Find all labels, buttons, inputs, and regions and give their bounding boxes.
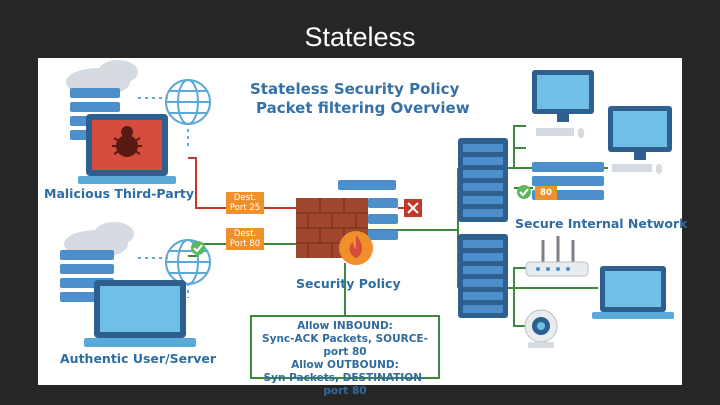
desktop-computer-icon: [608, 106, 672, 174]
infected-laptop-icon: [78, 114, 176, 184]
desktop-computer-icon: [532, 70, 594, 138]
check-icon: [517, 185, 531, 199]
heading-line-2: Packet filtering Overview: [256, 99, 470, 117]
globe-icon: [165, 239, 211, 285]
firewall-server-icon: [338, 180, 398, 240]
server-rack-icon: [458, 138, 508, 222]
diagram-panel: Stateless Security Policy Packet filteri…: [38, 58, 687, 397]
check-icon: [191, 241, 205, 255]
flame-icon: [339, 231, 373, 265]
rule-line: Allow INBOUND:: [297, 320, 393, 332]
security-policy-label: Security Policy: [296, 276, 401, 291]
port-80-tag: 80: [535, 186, 557, 200]
rule-line: Syn Packets, DESTINATION-port 80: [263, 372, 427, 397]
dest-port-80-tag: Dest. Port 80: [226, 228, 264, 250]
authentic-user-server-label: Authentic User/Server: [60, 351, 217, 366]
network-diagram: [60, 60, 674, 348]
malicious-third-party-label: Malicious Third-Party: [44, 186, 194, 201]
secure-internal-network-label: Secure Internal Network: [515, 216, 688, 231]
router-icon: [525, 236, 589, 277]
slide-title: Stateless: [304, 22, 416, 52]
webcam-icon: [524, 309, 558, 348]
diagram-heading: Stateless Security Policy Packet filteri…: [250, 80, 470, 118]
blocked-x-icon: [404, 199, 422, 217]
heading-line-1: Stateless Security Policy: [250, 80, 460, 98]
dest-port-25-tag: Dest. Port 25: [226, 192, 264, 214]
policy-rules-box: Allow INBOUND: Sync-ACK Packets, SOURCE-…: [250, 315, 440, 397]
blocked-connection-line: [188, 157, 404, 209]
rule-line: Sync-ACK Packets, SOURCE-port 80: [262, 333, 428, 358]
rule-line: Allow OUTBOUND:: [291, 359, 399, 371]
laptop-icon: [592, 266, 674, 319]
globe-icon: [165, 79, 211, 125]
laptop-icon: [84, 280, 196, 347]
server-rack-icon: [458, 234, 508, 318]
